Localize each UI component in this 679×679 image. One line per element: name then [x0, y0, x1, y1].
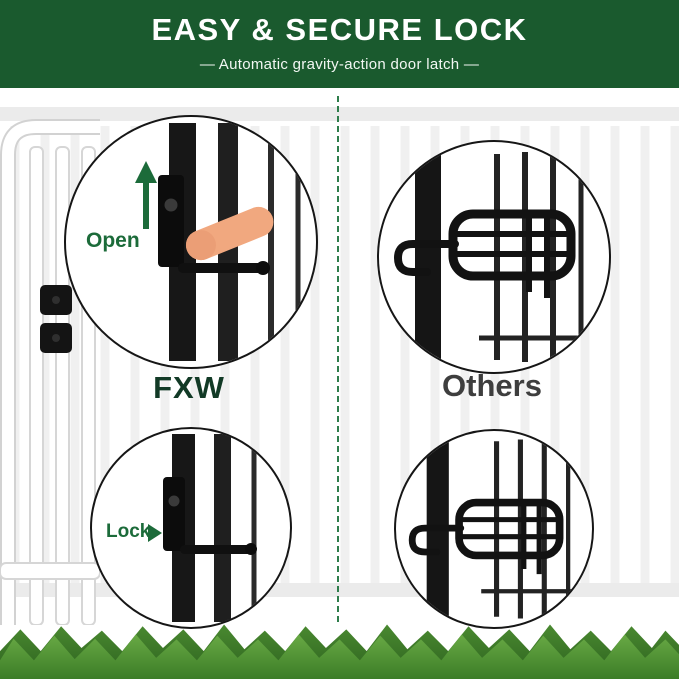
fxw-lock-callout: Lock — [90, 427, 292, 629]
others-bottom-callout — [394, 429, 594, 629]
latch-lock-illustration — [148, 434, 257, 622]
grass-front-layer — [0, 634, 679, 679]
wire-latch-illustration — [393, 152, 605, 362]
header-banner: EASY & SECURE LOCK — Automatic gravity-a… — [0, 0, 679, 88]
latch-open-illustration — [135, 123, 301, 361]
page-subtitle: — Automatic gravity-action door latch — — [199, 56, 480, 73]
grass-strip — [0, 617, 679, 679]
page-title: EASY & SECURE LOCK — [151, 12, 528, 47]
others-brand-label: Others — [442, 368, 542, 403]
wire-latch-illustration — [408, 439, 589, 619]
others-top-callout — [377, 140, 611, 374]
finger-icon — [185, 206, 274, 261]
open-label: Open — [86, 229, 140, 252]
lock-label: Lock — [106, 521, 151, 542]
dashed-divider — [337, 96, 339, 622]
up-arrow-icon — [135, 161, 157, 229]
right-arrow-icon — [148, 524, 162, 542]
fxw-open-callout: Open — [64, 115, 318, 369]
hinge-icon — [40, 285, 72, 353]
fxw-brand-label: FXW — [153, 370, 225, 405]
